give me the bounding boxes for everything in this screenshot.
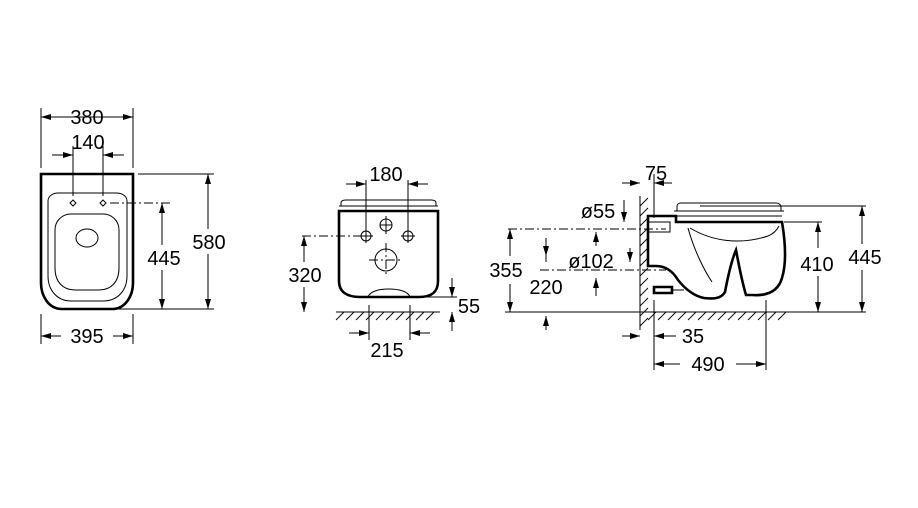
front-fixing-hole-right <box>99 199 107 207</box>
dim-side-inlet-diameter: ø55 <box>581 201 615 223</box>
dim-side-projection: 490 <box>691 354 724 376</box>
dim-side-outlet-height: 220 <box>529 277 562 299</box>
side-bowl-inner <box>689 225 780 242</box>
front-rim-detail <box>75 228 99 248</box>
dim-back-hole-height: 320 <box>288 265 321 287</box>
front-seat-outline <box>47 192 128 302</box>
dim-front-height-holes: 445 <box>147 248 180 270</box>
side-outlet-pipe <box>652 285 674 295</box>
dim-side-total-height: 445 <box>848 247 881 269</box>
dim-back-outlet-width: 215 <box>370 340 403 362</box>
back-outlet <box>367 288 411 298</box>
side-inlet-pipe <box>647 221 671 233</box>
dim-side-outlet-diameter: ø102 <box>568 251 614 273</box>
dim-front-hole-spacing: 140 <box>71 132 104 154</box>
dim-back-hole-spacing: 180 <box>369 164 402 186</box>
side-view: 75 ø55 ø102 355 220 410 445 35 490 <box>489 163 881 376</box>
side-seat-lid <box>676 202 782 211</box>
dim-side-outlet-offset: 35 <box>682 326 704 348</box>
front-view: 380 140 445 580 395 <box>39 107 226 348</box>
dim-side-wall-offset: 75 <box>645 163 667 185</box>
front-fixing-hole-left <box>69 199 77 207</box>
dim-front-width-bottom: 395 <box>70 326 103 348</box>
side-bowl-outline <box>646 214 787 300</box>
dim-front-width-top: 380 <box>70 107 103 129</box>
back-seat-lid <box>340 199 437 206</box>
dim-side-inlet-height: 355 <box>489 260 522 282</box>
back-bowl-outline <box>337 209 440 299</box>
dim-front-length: 580 <box>192 232 225 254</box>
dim-back-outlet-height: 55 <box>458 296 480 318</box>
front-bowl-opening <box>54 213 120 291</box>
back-view: 180 320 55 215 <box>288 164 480 362</box>
dim-side-bowl-height: 410 <box>800 254 833 276</box>
